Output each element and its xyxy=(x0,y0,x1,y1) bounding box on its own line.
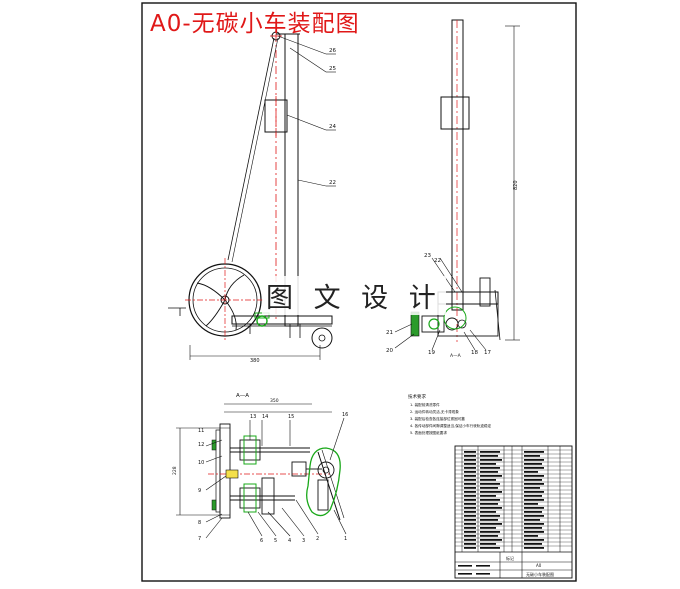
side-height-dim: 820 xyxy=(513,180,519,190)
section-view: A—A 350 228 xyxy=(172,393,348,544)
drawing-title: A0-无碳小车装配图 xyxy=(150,11,360,37)
sheet-border xyxy=(141,2,577,582)
side-label-19: 19 xyxy=(428,350,435,356)
tech-note-5: 5. 表面处理按图纸要求 xyxy=(410,430,447,435)
section-top-16: 16 xyxy=(342,412,348,418)
parts-list-table: 标记 无碳小车装配图 A0 xyxy=(454,445,573,579)
side-label-22: 22 xyxy=(434,258,441,264)
side-label-23: 23 xyxy=(424,253,431,259)
section-left-8: 8 xyxy=(198,520,201,526)
side-label-17: 17 xyxy=(484,350,491,356)
front-label-26: 26 xyxy=(329,48,336,54)
section-dim-width: 350 xyxy=(270,398,279,404)
side-label-21: 21 xyxy=(386,330,393,336)
side-section-label: A—A xyxy=(450,353,462,359)
tech-notes-heading: 技术要求 xyxy=(408,393,426,400)
title-block-mark: 标记 xyxy=(506,555,514,561)
front-label-25: 25 xyxy=(329,66,336,72)
side-label-18: 18 xyxy=(471,350,478,356)
section-bottom-5: 5 xyxy=(274,538,277,544)
section-left-9: 9 xyxy=(198,488,201,494)
watermark: 图 文 设 计 xyxy=(262,276,446,315)
section-bottom-6: 6 xyxy=(260,538,263,544)
section-top-15: 15 xyxy=(288,414,294,420)
front-view: 26 25 24 22 380 xyxy=(168,31,336,364)
section-title: A—A xyxy=(236,393,249,399)
technical-notes: 技术要求 1. 装配前清洗零件 2. 运动件转动灵活,无卡滞现象 3. 装配后检… xyxy=(408,393,492,435)
section-left-12: 12 xyxy=(198,442,204,448)
tech-note-4: 4. 各传动部件间隙调整适当,保证小车行驶轨迹稳定 xyxy=(410,423,492,428)
section-dim-height: 228 xyxy=(172,466,178,475)
front-dimension-width: 380 xyxy=(250,358,260,364)
title-block-scale: A0 xyxy=(536,563,542,568)
section-bottom-3: 3 xyxy=(302,538,305,544)
side-view: 820 23 22 21 20 19 18 17 A—A xyxy=(386,19,520,359)
tech-note-3: 3. 装配后检查各连接部位紧固可靠 xyxy=(410,416,465,421)
section-bottom-2: 2 xyxy=(316,536,319,542)
section-left-7: 7 xyxy=(198,536,201,542)
front-label-22: 22 xyxy=(329,180,336,186)
section-left-11: 11 xyxy=(198,428,204,434)
tech-note-2: 2. 运动件转动灵活,无卡滞现象 xyxy=(410,409,459,414)
title-block-drawing-name: 无碳小车装配图 xyxy=(526,571,554,577)
section-bottom-4: 4 xyxy=(288,538,291,544)
section-top-14: 14 xyxy=(262,414,268,420)
section-bottom-1: 1 xyxy=(344,536,347,542)
front-label-24: 24 xyxy=(329,124,336,130)
side-label-20: 20 xyxy=(386,348,393,354)
section-top-13: 13 xyxy=(250,414,256,420)
section-left-10: 10 xyxy=(198,460,204,466)
tech-note-1: 1. 装配前清洗零件 xyxy=(410,402,440,407)
